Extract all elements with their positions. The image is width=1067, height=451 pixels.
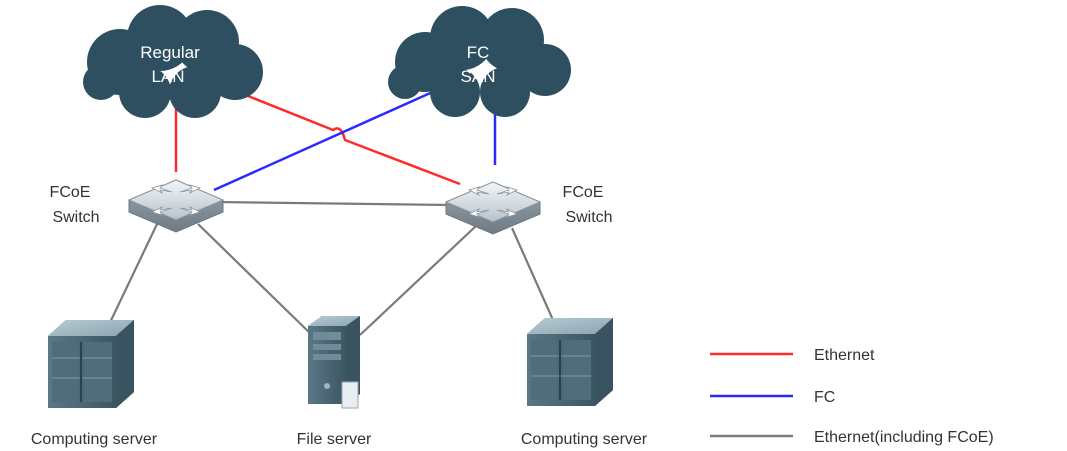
fcoe-link-switch-switch: [217, 200, 451, 207]
legend-ethernet-label: Ethernet: [814, 347, 875, 364]
right-switch-label-line1: FCoE: [563, 184, 604, 201]
ethernet-link-lan-right-switch: [232, 88, 461, 186]
fcoe-link-left-switch-file-server: [197, 223, 316, 339]
right-switch-icon: [444, 181, 542, 235]
fcoe-link-right-switch-file-server: [359, 225, 477, 336]
legend: Ethernet FC Ethernet(including FCoE): [710, 347, 994, 446]
left-switch-label-line1: FCoE: [50, 184, 91, 201]
fcoe-link-right-switch-right-server: [510, 227, 555, 321]
legend-fc-label: FC: [814, 389, 835, 406]
file-server-icon: [308, 316, 360, 409]
left-computing-server-icon: [48, 320, 134, 408]
left-switch-label-line2: Switch: [52, 209, 99, 226]
lan-cloud-label-line2: LAN: [151, 67, 184, 86]
fc-link-san-left-switch: [213, 88, 438, 192]
lan-cloud-icon: Regular LAN: [83, 5, 263, 118]
right-computing-server-icon: [527, 318, 613, 406]
right-switch-label-line2: Switch: [565, 209, 612, 226]
san-cloud-icon: FC SAN: [388, 6, 571, 117]
links: [104, 88, 555, 339]
lan-cloud-label-line1: Regular: [140, 43, 200, 62]
right-server-label: Computing server: [521, 431, 648, 448]
san-cloud-label-line1: FC: [467, 43, 490, 62]
left-switch-icon: [127, 179, 225, 233]
file-server-label: File server: [297, 431, 372, 448]
legend-fcoe-label: Ethernet(including FCoE): [814, 429, 994, 446]
fcoe-link-left-switch-left-server: [104, 221, 159, 334]
san-cloud-label-line2: SAN: [461, 67, 496, 86]
left-server-label: Computing server: [31, 431, 158, 448]
